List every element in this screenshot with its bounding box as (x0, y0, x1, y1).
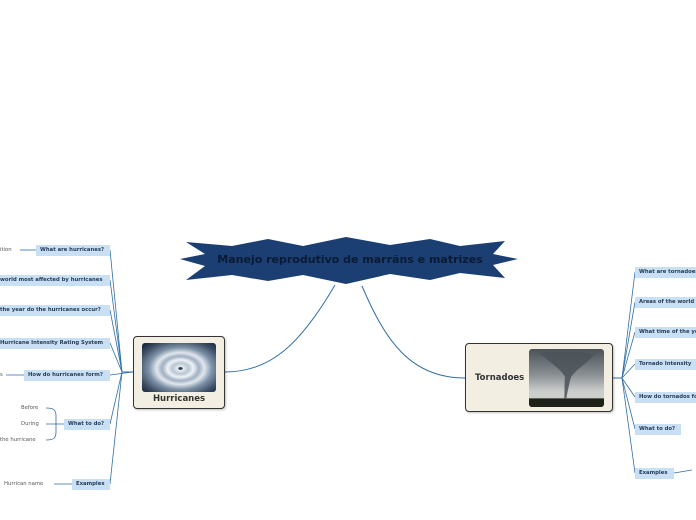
hurricane-satellite-image (142, 343, 216, 392)
tornadoes-node[interactable]: Tornadoes (465, 343, 613, 412)
connector-central-tornadoes (361, 285, 466, 379)
subtopic-what-are-tornadoes[interactable]: What are tornadoes? (635, 267, 696, 278)
subtopic-tornado-what-to-do[interactable]: What to do? (635, 424, 681, 435)
leaf-how-form[interactable]: s (0, 372, 3, 378)
tornadoes-branches (613, 271, 693, 474)
subtopic-areas-of-world[interactable]: Areas of the world (635, 297, 696, 308)
subtopic-tornado-examples[interactable]: Examples (635, 468, 674, 479)
central-topic-title[interactable]: Manejo reprodutivo de marrãns e matrizes (217, 253, 483, 266)
hurricanes-label: Hurricanes (152, 394, 206, 404)
leaf-hurrican-name[interactable]: Hurrican name (4, 481, 44, 487)
subtopic-how-tornados-form[interactable]: How do tornados form? (635, 392, 696, 403)
leaf-after[interactable]: the hurricane (0, 437, 36, 443)
central-topic-shape[interactable] (180, 237, 518, 284)
subtopic-tornado-intensity[interactable]: Tornado Intensity (635, 359, 696, 370)
subtopic-intensity-rating[interactable]: Hurricane Intensity Rating System (0, 338, 110, 349)
subtopic-what-are-hurricanes[interactable]: What are hurricanes? (36, 245, 110, 256)
connector-central-hurricanes (224, 284, 336, 373)
subtopic-how-form[interactable]: How do hurricanes form? (24, 370, 110, 381)
subtopic-what-to-do[interactable]: What to do? (64, 419, 110, 430)
subtopic-time-of-year[interactable]: the year do the hurricanes occur? (0, 305, 110, 316)
leaf-during[interactable]: During (21, 421, 39, 427)
tornadoes-label: Tornadoes (475, 373, 525, 383)
hurricanes-node[interactable]: Hurricanes (133, 336, 225, 409)
leaf-before[interactable]: Before (21, 405, 39, 411)
leaf-definition[interactable]: ition (0, 247, 12, 253)
tornado-photo (529, 349, 604, 407)
subtopic-world-most-affected[interactable]: world most affected by hurricanes (0, 275, 110, 286)
hurricanes-branches (6, 249, 134, 485)
subtopic-examples[interactable]: Examples (72, 479, 110, 490)
subtopic-time-of-year-tornado[interactable]: What time of the year (635, 327, 696, 338)
